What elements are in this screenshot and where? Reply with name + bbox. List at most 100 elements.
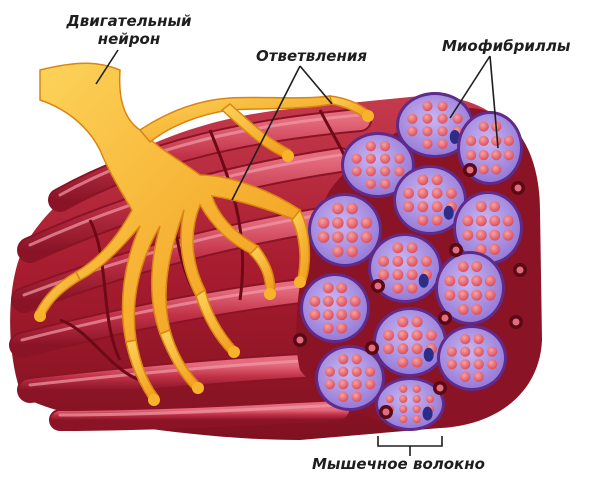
myofibril: [407, 256, 418, 267]
myofibril: [325, 379, 335, 389]
myofibril: [471, 290, 482, 301]
myofibril: [361, 217, 373, 229]
myofibril: [380, 179, 390, 189]
myofibril: [413, 415, 421, 423]
myofibril: [361, 231, 373, 243]
myofibril: [352, 392, 362, 402]
myofibril: [366, 141, 376, 151]
myofibril: [460, 347, 470, 357]
myofibril: [392, 283, 403, 294]
myofibril: [392, 242, 403, 253]
myofibril: [412, 343, 423, 354]
muscle-fiber-section: [437, 325, 507, 391]
myofibril: [338, 354, 348, 364]
myofibril: [323, 282, 334, 293]
myofibril: [422, 139, 432, 149]
myofibril: [332, 231, 344, 243]
muscle-fiber-section: [300, 273, 370, 343]
myofibril: [489, 230, 500, 241]
myofibril: [447, 359, 457, 369]
myofibril: [446, 188, 457, 199]
myofibril: [392, 269, 403, 280]
nucleus: [423, 407, 433, 421]
myofibril: [380, 154, 390, 164]
myofibril: [351, 166, 361, 176]
myofibril: [458, 290, 469, 301]
myofibril: [447, 347, 457, 357]
myofibril: [462, 215, 473, 226]
myofibril: [413, 405, 421, 413]
myofibril: [352, 354, 362, 364]
myofibril: [399, 395, 407, 403]
myofibril: [426, 395, 434, 403]
muscle-fiber-section: [373, 307, 447, 377]
capillary-lumen: [513, 319, 520, 326]
myofibril: [399, 405, 407, 413]
myofibril: [323, 323, 334, 334]
myofibril: [336, 323, 347, 334]
myofibril: [318, 217, 330, 229]
myofibril: [397, 343, 408, 354]
myofibril: [399, 415, 407, 423]
myofibril: [489, 244, 500, 255]
myofibril: [489, 215, 500, 226]
myofibril: [397, 330, 408, 341]
myofibril: [338, 367, 348, 377]
capillary-lumen: [467, 167, 474, 174]
motor-neuron-label-line1: Двигательный: [64, 12, 194, 30]
myofibril: [407, 269, 418, 280]
myofibril: [485, 275, 496, 286]
myofibril: [350, 296, 361, 307]
myofibril: [466, 136, 476, 146]
myofibril: [476, 215, 487, 226]
myofibril: [336, 282, 347, 293]
myofibrils-label: Миофибриллы: [442, 37, 570, 55]
myofibril: [407, 126, 417, 136]
myofibril: [485, 290, 496, 301]
myofibril: [487, 359, 497, 369]
myofibril: [487, 347, 497, 357]
myofibril: [394, 154, 404, 164]
myofibril: [458, 261, 469, 272]
myofibril: [432, 174, 443, 185]
muscle-fiber-section: [315, 345, 385, 411]
myofibril: [460, 359, 470, 369]
myofibril: [489, 201, 500, 212]
myofibril: [479, 136, 489, 146]
motor-neuron-label-line2: нейрон: [64, 30, 194, 48]
myofibril: [346, 231, 358, 243]
myofibril: [479, 150, 489, 160]
myofibril: [476, 201, 487, 212]
myofibril: [491, 150, 501, 160]
myofibril: [325, 367, 335, 377]
capillary-lumen: [375, 283, 382, 290]
myofibril: [332, 203, 344, 215]
myofibril: [453, 114, 463, 124]
myofibril: [444, 275, 455, 286]
myofibril: [432, 188, 443, 199]
myofibril: [365, 367, 375, 377]
myofibril: [336, 296, 347, 307]
myofibril: [422, 114, 432, 124]
myofibril: [479, 121, 489, 131]
myofibril: [366, 179, 376, 189]
myofibril: [437, 114, 447, 124]
myofibril: [366, 154, 376, 164]
myofibril: [323, 296, 334, 307]
capillary-lumen: [369, 345, 376, 352]
myofibril: [466, 150, 476, 160]
myofibril: [474, 334, 484, 344]
myofibril: [378, 269, 389, 280]
myofibril: [309, 296, 320, 307]
myofibril: [338, 379, 348, 389]
myofibril: [346, 217, 358, 229]
myofibril: [407, 114, 417, 124]
myofibril: [380, 166, 390, 176]
myofibril: [413, 385, 421, 393]
nucleus: [424, 348, 434, 362]
myofibril: [471, 275, 482, 286]
myofibril: [432, 215, 443, 226]
myofibril: [422, 126, 432, 136]
myofibril: [336, 309, 347, 320]
myofibril: [412, 316, 423, 327]
